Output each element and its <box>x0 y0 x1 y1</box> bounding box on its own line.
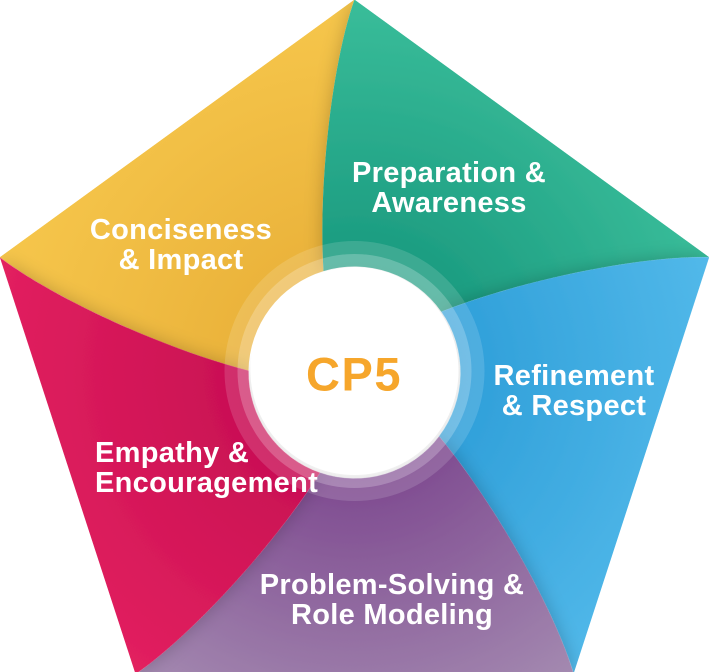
segment-label-preparation-awareness: Preparation & Awareness <box>352 158 546 218</box>
label-line: & Impact <box>118 244 244 276</box>
segment-label-empathy-encouragement: Empathy & Encouragement <box>95 438 318 498</box>
label-line: Refinement <box>493 360 655 392</box>
segment-label-refinement-respect: Refinement & Respect <box>494 361 655 421</box>
center-label-cp5: CP5 <box>306 347 402 401</box>
label-line: Encouragement <box>95 467 319 499</box>
label-line: Awareness <box>371 187 527 219</box>
segment-label-problem-solving-role-modeling: Problem-Solving & Role Modeling <box>260 570 525 630</box>
label-line: Role Modeling <box>290 599 494 631</box>
center-circle <box>250 267 459 475</box>
label-line: Problem-Solving & <box>259 569 525 601</box>
label-line: Empathy & <box>95 437 250 469</box>
label-line: & Respect <box>501 390 647 422</box>
segment-label-conciseness-impact: Conciseness & Impact <box>90 215 272 275</box>
label-line: Conciseness <box>89 214 273 246</box>
label-line: Preparation & <box>351 157 547 189</box>
